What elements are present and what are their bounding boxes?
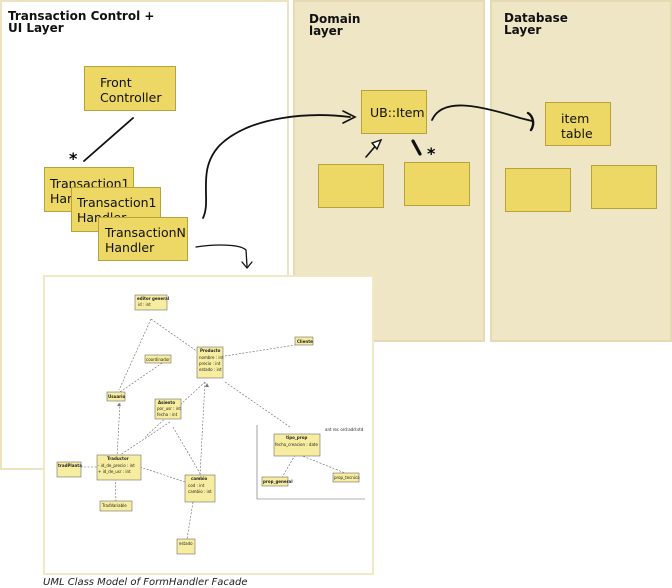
uml-class-prop-general: prop_general bbox=[263, 479, 293, 484]
ub-item-label: UB::Item bbox=[370, 105, 425, 120]
transactionN-handler-box: TransactionN Handler bbox=[98, 217, 188, 261]
uml-class-tradplanta: tradPlanta bbox=[58, 463, 82, 468]
uml-class-usuario: Usuario bbox=[108, 394, 126, 399]
item-table-label: item table bbox=[561, 111, 593, 141]
uml-class-coordinador: coordinador bbox=[146, 357, 170, 362]
uml-attr-editor: id : int bbox=[138, 302, 151, 307]
uml-class-cambio: cambio bbox=[191, 476, 207, 481]
uml-note: ant rec ord:add:std bbox=[325, 427, 364, 432]
front-controller-box: Front Controller bbox=[84, 66, 176, 111]
uml-class-tradvariable: TradVariable bbox=[101, 503, 127, 508]
uml-class-estado: estado bbox=[179, 541, 193, 546]
uml-class-model-panel: editor general id : int Producto nombre … bbox=[43, 275, 374, 575]
uml-attr-traductor-2: + id_de_usr : int bbox=[98, 469, 131, 474]
uml-class-traductor: Traductor bbox=[107, 456, 129, 461]
uml-attr-asiento-1: por_usr : int bbox=[157, 406, 181, 411]
uml-class-labels: editor general id : int Producto nombre … bbox=[58, 296, 364, 546]
front-controller-label: Front Controller bbox=[100, 75, 162, 105]
uml-class-producto: Producto bbox=[200, 348, 221, 353]
uml-class-cliente: Cliente bbox=[297, 339, 313, 344]
uml-attr-cambio-1: cod : int bbox=[188, 483, 205, 488]
uml-attr-tipo: fecha_creacion : date bbox=[275, 442, 318, 447]
uml-attr-producto-2: precio : int bbox=[199, 361, 221, 366]
domain-subclass-box-1 bbox=[318, 164, 384, 208]
uml-class-editor: editor general bbox=[137, 296, 170, 301]
uml-class-tipo: tipo_prop bbox=[286, 435, 307, 440]
uml-attr-producto-3: estado : int bbox=[199, 367, 222, 372]
item-table-box: item table bbox=[545, 102, 611, 146]
uml-class-prop-tecnica: prop_tecnica bbox=[334, 475, 360, 480]
uml-class-asiento: Asiento bbox=[158, 400, 175, 405]
database-layer-title: Database Layer bbox=[504, 11, 568, 37]
domain-layer-title: Domain layer bbox=[309, 12, 361, 38]
domain-subclass-box-2 bbox=[404, 162, 470, 206]
uml-attr-asiento-2: fecha : int bbox=[157, 412, 178, 417]
ui-layer-title: Transaction Control + UI Layer bbox=[8, 9, 155, 35]
transactionN-handler-label: TransactionN Handler bbox=[105, 225, 186, 255]
database-table-box-2 bbox=[591, 165, 657, 209]
ub-item-box: UB::Item bbox=[361, 90, 427, 134]
diagram-caption: UML Class Model of FormHandler Facade bbox=[43, 577, 248, 588]
uml-attr-producto-1: nombre : int bbox=[199, 355, 224, 360]
uml-attr-traductor-1: - id_de_precio : int bbox=[98, 463, 135, 468]
uml-class-diagram: editor general id : int Producto nombre … bbox=[56, 294, 365, 555]
uml-attr-cambio-2: cambio : int bbox=[188, 489, 212, 494]
database-table-box-1 bbox=[505, 168, 571, 212]
